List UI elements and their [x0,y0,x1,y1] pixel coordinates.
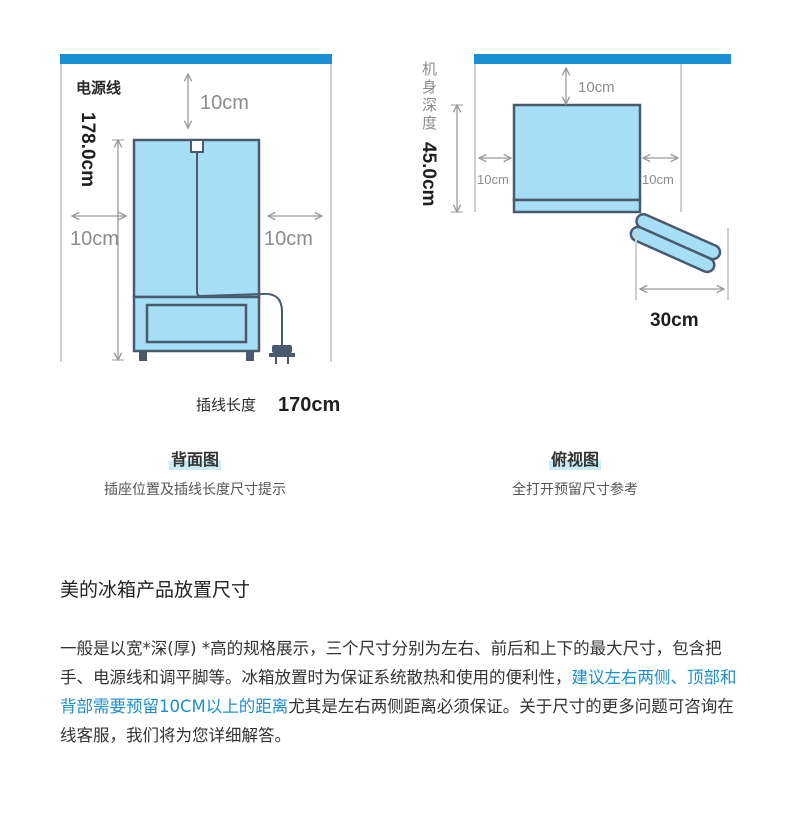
top-view-top-clearance-value: 10cm [578,79,615,96]
section-title: 美的冰箱产品放置尺寸 [60,579,251,601]
description-part-2: 尤其是左右两侧距离必须保证。关于尺寸的更多问题可咨询在线客服，我们将为您详细解答… [60,697,734,745]
depth-label: 机 身 深 度 [422,61,437,132]
door-swing-value: 30cm [650,310,699,331]
depth-value: 45.0cm [418,142,439,206]
svg-text:度: 度 [422,115,437,132]
svg-text:机: 机 [422,61,437,78]
height-value: 178.0cm [77,112,98,187]
svg-text:身: 身 [422,79,437,96]
back-view-subtitle: 插座位置及插线长度尺寸提示 [104,482,286,498]
top-clearance-value: 10cm [200,92,249,114]
power-cord [196,152,283,345]
top-view-diagram: 机 身 深 度 45.0cm 10cm 10cm 10cm 30cm [418,54,731,331]
top-view-subtitle: 全打开预留尺寸参考 [512,482,638,498]
back-view-ceiling [60,54,332,64]
back-view-title: 背面图 [168,446,221,470]
plug-cord-length-label: 插线长度 [196,396,256,414]
description-part-1: 一般是以宽*深(厚) *高的规格展示，三个尺寸分别为左右、前后和上下的最大尺寸，… [60,639,722,687]
svg-text:深: 深 [422,97,437,114]
top-view-title: 俯视图 [548,446,601,470]
left-clearance-value: 10cm [70,228,119,250]
power-cord-label: 电源线 [76,79,121,97]
top-view-caption: 俯视图 全打开预留尺寸参考 [440,446,710,499]
socket-icon [190,139,204,153]
description-highlight: 建议左右两侧、顶部和背部需要预留10CM以上的距离 [60,668,737,716]
placement-description: 一般是以宽*深(厚) *高的规格展示，三个尺寸分别为左右、前后和上下的最大尺寸，… [60,634,740,750]
back-view-caption: 背面图 插座位置及插线长度尺寸提示 [60,446,330,499]
top-view-fridge [512,103,722,274]
top-view-wall [474,54,731,64]
top-view-right-clearance-value: 10cm [642,172,674,187]
back-view-diagram: 178.0cm 10cm 电源线 10cm 10cm 插线长度 170cm [60,54,340,416]
right-clearance-value: 10cm [264,228,313,250]
back-view-fridge [132,138,295,364]
top-view-left-clearance-value: 10cm [477,172,509,187]
open-door-icon [629,212,722,274]
plug-cord-length-value: 170cm [278,394,340,416]
placement-diagram: 178.0cm 10cm 电源线 10cm 10cm 插线长度 170cm [60,54,731,416]
plug-icon [269,345,295,364]
